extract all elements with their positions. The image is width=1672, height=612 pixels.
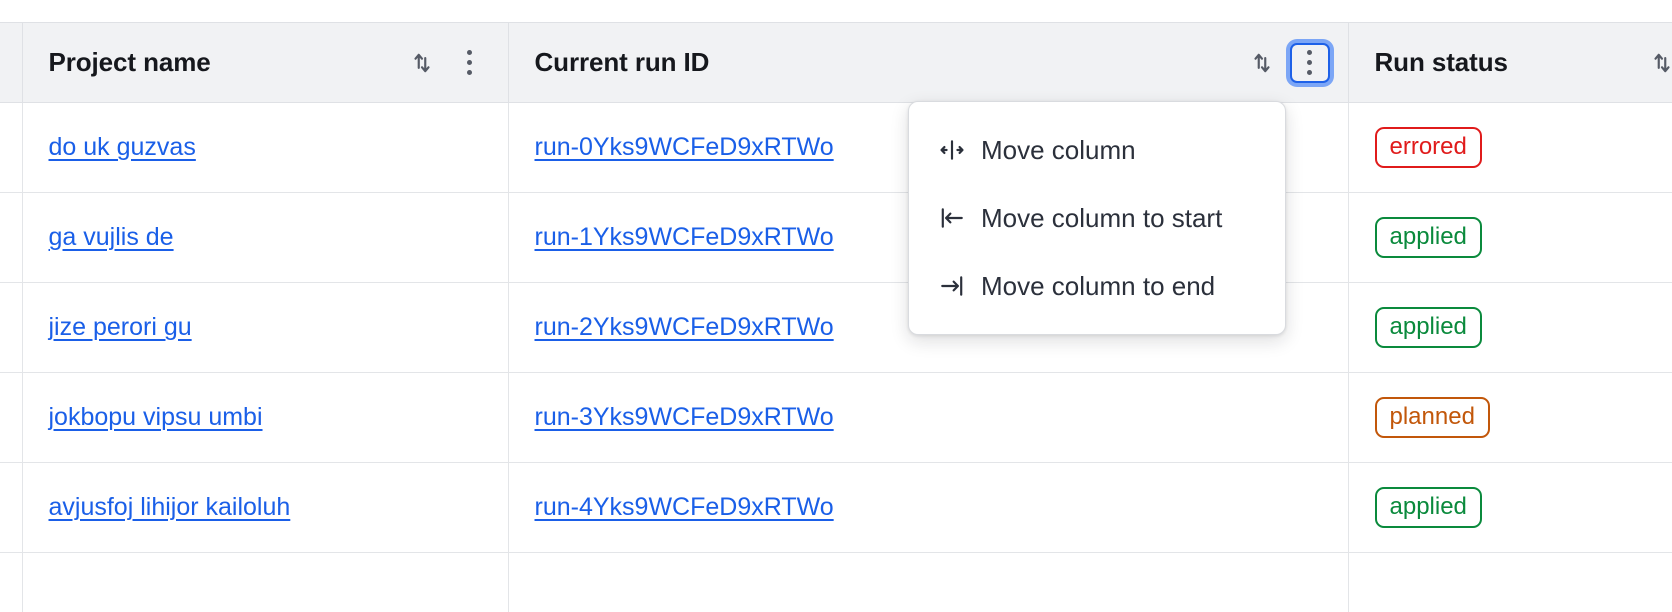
move-column-to-start-icon bbox=[937, 203, 967, 233]
run-id-link[interactable]: run-0Yks9WCFeD9xRTWo bbox=[534, 133, 834, 161]
table-header-row: Project name bbox=[0, 22, 1672, 103]
sort-updown-icon-run-status[interactable] bbox=[1642, 43, 1672, 83]
row-select-cell[interactable] bbox=[0, 552, 23, 612]
run-id-link[interactable]: run-1Yks9WCFeD9xRTWo bbox=[534, 223, 834, 251]
project-name-link[interactable]: ga vujlis de bbox=[48, 223, 174, 251]
cell-run-status: applied bbox=[1348, 192, 1672, 283]
kebab-menu-icon-project-name[interactable] bbox=[450, 43, 490, 83]
cell-run-status: planned bbox=[1348, 372, 1672, 463]
sort-updown-icon-current-run-id[interactable] bbox=[1242, 43, 1282, 83]
row-select-cell[interactable] bbox=[0, 372, 23, 463]
menu-item-move-column-to-start[interactable]: Move column to start bbox=[909, 184, 1285, 252]
row-select-cell[interactable] bbox=[0, 102, 23, 193]
menu-item-move-column[interactable]: Move column bbox=[909, 116, 1285, 184]
menu-item-move-column-label: Move column bbox=[981, 134, 1136, 165]
column-header-project-name: Project name bbox=[22, 22, 509, 103]
project-name-link[interactable]: jokbopu vipsu umbi bbox=[48, 403, 263, 431]
projects-table: Project name bbox=[0, 22, 1672, 612]
cell-project-name: avjusfoj lihijor kailoluh bbox=[22, 462, 509, 553]
column-header-run-status-label: Run status bbox=[1374, 47, 1508, 77]
cell-current-run-id bbox=[508, 552, 1349, 612]
cell-run-status: applied bbox=[1348, 462, 1672, 553]
kebab-menu-icon-current-run-id[interactable] bbox=[1289, 42, 1330, 83]
run-id-link[interactable]: run-3Yks9WCFeD9xRTWo bbox=[534, 403, 834, 431]
table-row: jize perori gu run-2Yks9WCFeD9xRTWo appl… bbox=[0, 282, 1672, 373]
table-body: do uk guzvas run-0Yks9WCFeD9xRTWo errore… bbox=[0, 102, 1672, 612]
sort-updown-icon-project-name[interactable] bbox=[402, 43, 442, 83]
project-name-link[interactable]: avjusfoj lihijor kailoluh bbox=[48, 493, 291, 521]
column-header-current-run-id-label: Current run ID bbox=[534, 47, 710, 77]
column-header-select bbox=[0, 22, 23, 103]
column-header-current-run-id: Current run ID bbox=[508, 22, 1349, 103]
move-column-to-end-icon bbox=[937, 271, 967, 301]
cell-project-name: jize perori gu bbox=[22, 282, 509, 373]
kebab-dots bbox=[467, 50, 472, 75]
column-header-project-name-label: Project name bbox=[48, 47, 211, 77]
cell-project-name bbox=[22, 552, 509, 612]
move-column-icon bbox=[937, 135, 967, 165]
row-select-cell[interactable] bbox=[0, 192, 23, 283]
status-badge: applied bbox=[1374, 216, 1482, 259]
table-row: jokbopu vipsu umbi run-3Yks9WCFeD9xRTWo … bbox=[0, 372, 1672, 463]
cell-current-run-id: run-3Yks9WCFeD9xRTWo bbox=[508, 372, 1349, 463]
menu-item-move-column-to-end[interactable]: Move column to end bbox=[909, 252, 1285, 320]
status-badge: planned bbox=[1374, 396, 1490, 439]
table-row bbox=[0, 552, 1672, 612]
table-row: do uk guzvas run-0Yks9WCFeD9xRTWo errore… bbox=[0, 102, 1672, 193]
row-select-cell[interactable] bbox=[0, 282, 23, 373]
table-row: ga vujlis de run-1Yks9WCFeD9xRTWo applie… bbox=[0, 192, 1672, 283]
cell-run-status bbox=[1348, 552, 1672, 612]
cell-run-status: applied bbox=[1348, 282, 1672, 373]
row-select-cell[interactable] bbox=[0, 462, 23, 553]
status-badge: errored bbox=[1374, 126, 1482, 169]
project-name-link[interactable]: do uk guzvas bbox=[48, 133, 196, 161]
run-id-link[interactable]: run-4Yks9WCFeD9xRTWo bbox=[534, 493, 834, 521]
cell-project-name: jokbopu vipsu umbi bbox=[22, 372, 509, 463]
table-header: Project name bbox=[0, 22, 1672, 103]
menu-item-move-column-to-end-label: Move column to end bbox=[981, 270, 1216, 301]
run-id-link[interactable]: run-2Yks9WCFeD9xRTWo bbox=[534, 313, 834, 341]
status-badge: applied bbox=[1374, 306, 1482, 349]
project-name-link[interactable]: jize perori gu bbox=[48, 313, 192, 341]
status-badge: applied bbox=[1374, 486, 1482, 529]
cell-project-name: ga vujlis de bbox=[22, 192, 509, 283]
column-context-menu: Move column Move column to start Move co… bbox=[908, 101, 1286, 335]
cell-run-status: errored bbox=[1348, 102, 1672, 193]
menu-item-move-column-to-start-label: Move column to start bbox=[981, 202, 1223, 233]
kebab-dots bbox=[1307, 50, 1312, 75]
column-header-run-status: Run status bbox=[1348, 22, 1672, 103]
cell-current-run-id: run-4Yks9WCFeD9xRTWo bbox=[508, 462, 1349, 553]
table-row: avjusfoj lihijor kailoluh run-4Yks9WCFeD… bbox=[0, 462, 1672, 553]
cell-project-name: do uk guzvas bbox=[22, 102, 509, 193]
